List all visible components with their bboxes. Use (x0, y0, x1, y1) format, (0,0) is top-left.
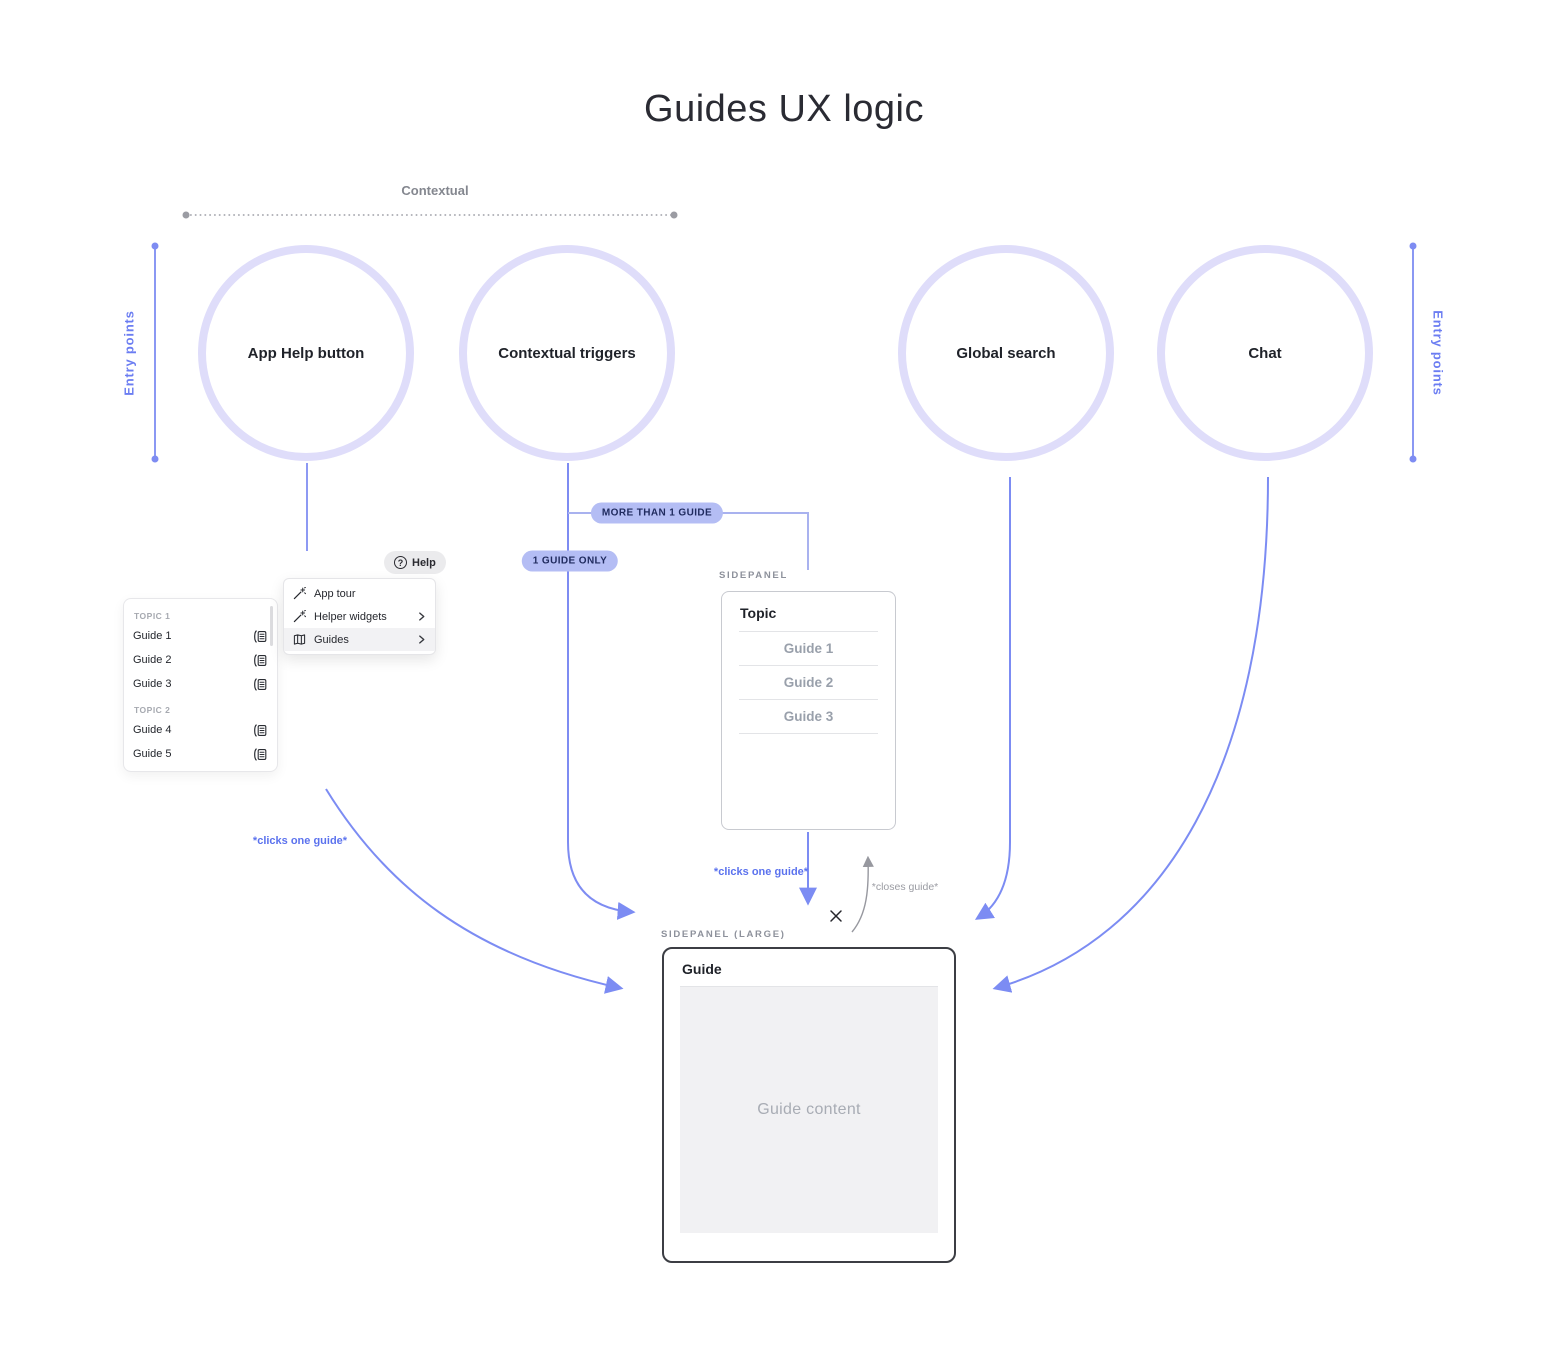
entry-line-left-dot (151, 242, 159, 250)
help-button-label: Help (412, 556, 436, 569)
node-chat: Chat (1157, 245, 1373, 461)
topic-section-label: TOPIC 2 (134, 705, 171, 715)
menu-item-app-tour[interactable]: App tour (284, 582, 435, 605)
connector-contextual-to-large-panel (567, 463, 636, 920)
entry-points-label-right: Entry points (1430, 310, 1446, 396)
arrow-closes-guide (851, 855, 874, 933)
guide-row[interactable]: Guide 1 (133, 624, 268, 648)
entry-line-right-dot (1409, 242, 1417, 250)
question-circle-icon: ? (394, 556, 407, 569)
guide-row-label: Guide 1 (133, 630, 172, 642)
topic-panel-title: Topic (739, 592, 878, 632)
guide-row-label: Guide 3 (133, 678, 172, 690)
menu-item-label: App tour (314, 587, 356, 600)
entry-line-left-dot (151, 455, 159, 463)
dotted-line-endpoint (670, 211, 678, 219)
sidepanel-icon (254, 747, 267, 761)
sidepanel-icon (254, 723, 267, 737)
node-label: App Help button (247, 344, 365, 362)
entry-points-label-left: Entry points (121, 310, 137, 396)
topic-guide-item[interactable]: Guide 2 (739, 666, 878, 700)
menu-item-guides[interactable]: Guides (284, 628, 435, 651)
scrollbar[interactable] (270, 606, 273, 646)
node-app-help-button: App Help button (198, 245, 414, 461)
guide-content-placeholder: Guide content (757, 1101, 861, 1118)
contextual-label: Contextual (401, 183, 469, 198)
annotation-clicks-one-guide-left: *clicks one guide* (252, 835, 348, 847)
chevron-right-icon (419, 635, 425, 644)
sidepanel-caption: SIDEPANEL (719, 570, 788, 581)
chevron-right-icon (419, 612, 425, 621)
guide-sidepanel-large: Guide Guide content (662, 947, 956, 1263)
annotation-clicks-one-guide-center: *clicks one guide* (713, 866, 809, 878)
page-title: Guides UX logic (644, 88, 924, 130)
arrow-menu-to-guide-panel (325, 788, 624, 994)
wand-icon (293, 610, 306, 623)
wand-icon (293, 587, 306, 600)
help-menu: App tour Helper widgets Guides (283, 578, 436, 655)
help-button[interactable]: ? Help (384, 551, 446, 574)
guide-row-label: Guide 4 (133, 724, 172, 736)
node-global-search: Global search (898, 245, 1114, 461)
badge-1-guide-only: 1 GUIDE ONLY (521, 550, 619, 572)
close-icon[interactable] (829, 909, 843, 923)
topic-guide-item[interactable]: Guide 1 (739, 632, 878, 666)
menu-item-helper-widgets[interactable]: Helper widgets (284, 605, 435, 628)
node-contextual-triggers: Contextual triggers (459, 245, 675, 461)
guide-row[interactable]: Guide 5 (133, 742, 268, 766)
sidepanel-large-caption: SIDEPANEL (LARGE) (661, 929, 786, 940)
menu-item-label: Helper widgets (314, 610, 387, 623)
dotted-line-endpoint (182, 211, 190, 219)
topics-panel: TOPIC 1 Guide 1 Guide 2 Guide 3 (123, 598, 278, 772)
node-label: Global search (956, 344, 1056, 362)
entry-line-right-dot (1409, 455, 1417, 463)
topic-sidepanel: Topic Guide 1 Guide 2 Guide 3 (721, 591, 896, 830)
sidepanel-icon (254, 677, 267, 691)
guide-row-label: Guide 2 (133, 654, 172, 666)
arrow-chat-to-guide (992, 476, 1269, 993)
arrow-global-search-to-guide (974, 477, 1011, 920)
sidepanel-icon (254, 653, 267, 667)
topic-guide-item[interactable]: Guide 3 (739, 700, 878, 734)
annotation-closes-guide: *closes guide* (871, 881, 939, 893)
node-label: Contextual triggers (498, 344, 636, 362)
menu-item-label: Guides (314, 633, 349, 646)
guide-content-area: Guide content (680, 987, 938, 1233)
guide-row[interactable]: Guide 4 (133, 718, 268, 742)
sidepanel-icon (254, 629, 267, 643)
guide-panel-title: Guide (680, 949, 938, 987)
node-label: Chat (1248, 344, 1282, 362)
badge-more-than-1-guide: MORE THAN 1 GUIDE (590, 502, 724, 524)
guide-row[interactable]: Guide 3 (133, 672, 268, 696)
guide-row[interactable]: Guide 2 (133, 648, 268, 672)
guide-row-label: Guide 5 (133, 748, 172, 760)
topic-section-label: TOPIC 1 (134, 611, 171, 621)
map-icon (293, 634, 306, 645)
